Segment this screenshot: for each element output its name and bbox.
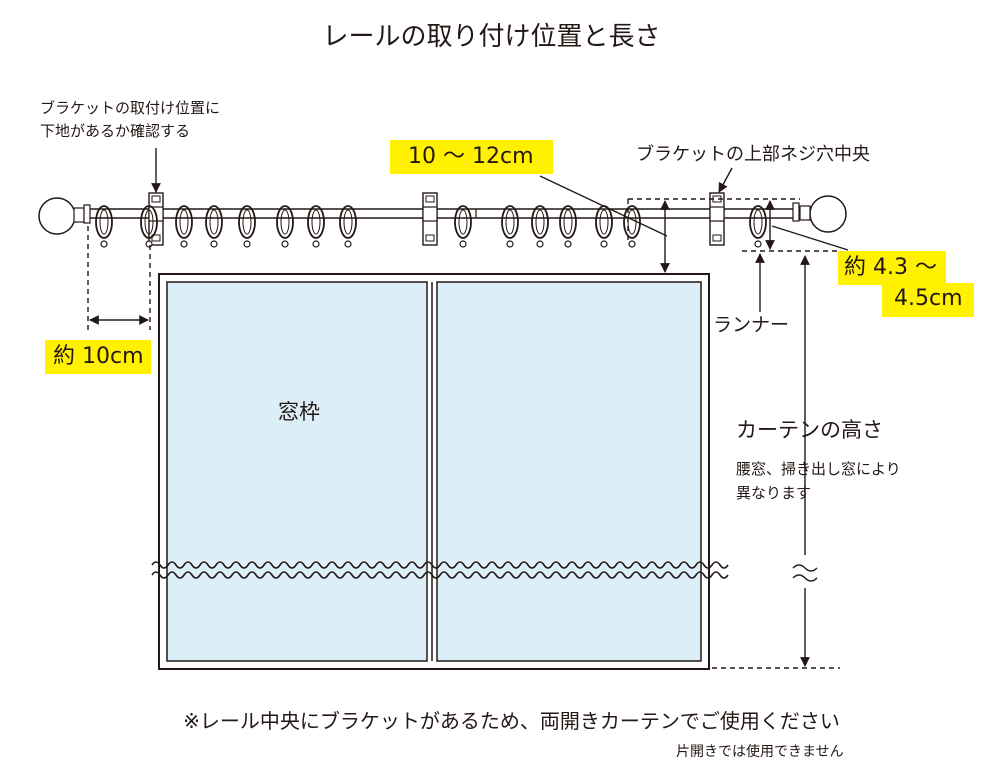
bracket-check-line1: ブラケットの取付け位置に — [40, 99, 221, 117]
side-overhang-dimension: 約 10cm — [45, 340, 151, 374]
runner-ring — [531, 205, 549, 248]
runner-rings — [95, 205, 767, 248]
curtain-height-title: カーテンの高さ — [736, 418, 883, 442]
above-frame-dimension: 10 〜 12cm — [390, 140, 553, 174]
runner-ring — [501, 205, 519, 248]
runner-ring — [205, 205, 223, 248]
bracket-runner-dimension-2: 4.5cm — [882, 283, 974, 317]
window-frame — [158, 273, 710, 670]
side-overhang-dimension-text: 約 10cm — [53, 344, 144, 369]
runner-ring — [559, 205, 577, 248]
runner-ring — [238, 205, 256, 248]
bracket-check-line2: 下地があるか確認する — [40, 121, 191, 140]
bracket-runner-dimension-1: 約 4.3 〜 — [838, 251, 946, 285]
bracket — [422, 192, 438, 246]
runner-ring — [95, 205, 113, 248]
above-frame-dimension-text: 10 〜 12cm — [408, 144, 534, 169]
cut-wave — [151, 561, 729, 579]
runner-ring — [175, 205, 193, 248]
bracket-check-note: ブラケットの取付け位置に 下地があるか確認する — [40, 97, 300, 142]
bottom-note: ※レール中央にブラケットがあるため、両開きカーテンでご使用ください — [183, 709, 840, 733]
left-finial — [38, 197, 76, 235]
bracket-runner-dimension-text-1: 約 4.3 〜 — [844, 255, 937, 280]
curtain-height-detail-line1: 腰窓、掃き出し窓により — [736, 460, 901, 478]
right-finial — [809, 195, 847, 233]
runner-ring — [454, 205, 472, 248]
bracket — [709, 192, 725, 246]
curtain-height-detail-line2: 異なります — [736, 484, 812, 502]
dimension-lines — [87, 148, 849, 669]
curtain-height-detail: 腰窓、掃き出し窓により 異なります — [736, 457, 901, 505]
bracket-runner-dimension-text-2: 4.5cm — [894, 286, 963, 311]
runner-label: ランナー — [713, 314, 790, 336]
bracket-hole-label: ブラケットの上部ネジ穴中央 — [636, 144, 870, 165]
page-title: レールの取り付け位置と長さ — [322, 22, 661, 52]
curtain-rail — [38, 195, 847, 235]
window-frame-label: 窓枠 — [278, 400, 320, 424]
runner-ring — [307, 205, 325, 248]
bottom-subnote: 片開きでは使用できません — [676, 744, 844, 760]
runner-ring — [339, 205, 357, 248]
runner-ring — [276, 205, 294, 248]
brackets — [148, 192, 725, 246]
